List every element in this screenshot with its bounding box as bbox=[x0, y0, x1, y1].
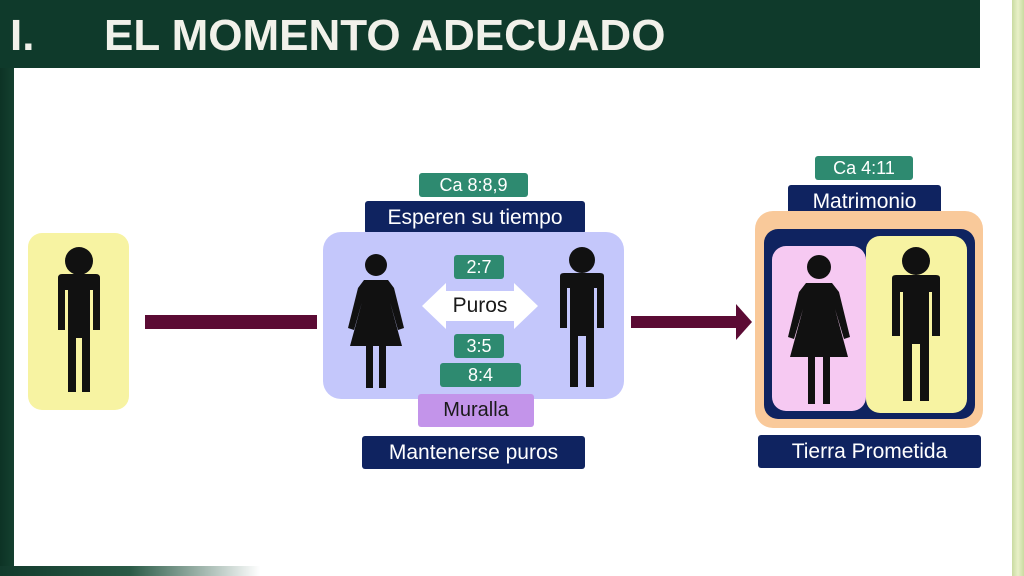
section-number: I. bbox=[10, 11, 35, 60]
puros-label: Puros bbox=[452, 294, 508, 317]
muralla-label: Muralla bbox=[418, 394, 534, 427]
bottom-frame-bar bbox=[0, 566, 260, 576]
woman-icon bbox=[348, 254, 404, 388]
arrow-head-icon bbox=[736, 304, 752, 340]
ref-2-7: 2:7 bbox=[454, 255, 504, 279]
ref-ca-4-11: Ca 4:11 bbox=[815, 156, 913, 180]
title-text: EL MOMENTO ADECUADO bbox=[104, 11, 666, 60]
esperen-label: Esperen su tiempo bbox=[365, 201, 585, 234]
title-banner bbox=[0, 0, 980, 68]
mantenerse-puros-label: Mantenerse puros bbox=[362, 436, 585, 469]
right-frame-bar bbox=[1012, 0, 1024, 576]
man-icon bbox=[58, 247, 100, 392]
man-icon bbox=[892, 247, 940, 401]
left-frame-bar bbox=[0, 0, 14, 576]
man-icon bbox=[560, 247, 604, 387]
ref-8-4: 8:4 bbox=[440, 363, 521, 387]
woman-icon bbox=[788, 255, 850, 404]
ref-ca-8-8-9: Ca 8:8,9 bbox=[419, 173, 528, 197]
double-arrow-icon bbox=[422, 283, 538, 329]
tierra-prometida-label: Tierra Prometida bbox=[758, 435, 981, 468]
ref-3-5: 3:5 bbox=[454, 334, 504, 358]
arrow-shaft bbox=[631, 316, 739, 328]
connector-bar bbox=[145, 315, 317, 329]
